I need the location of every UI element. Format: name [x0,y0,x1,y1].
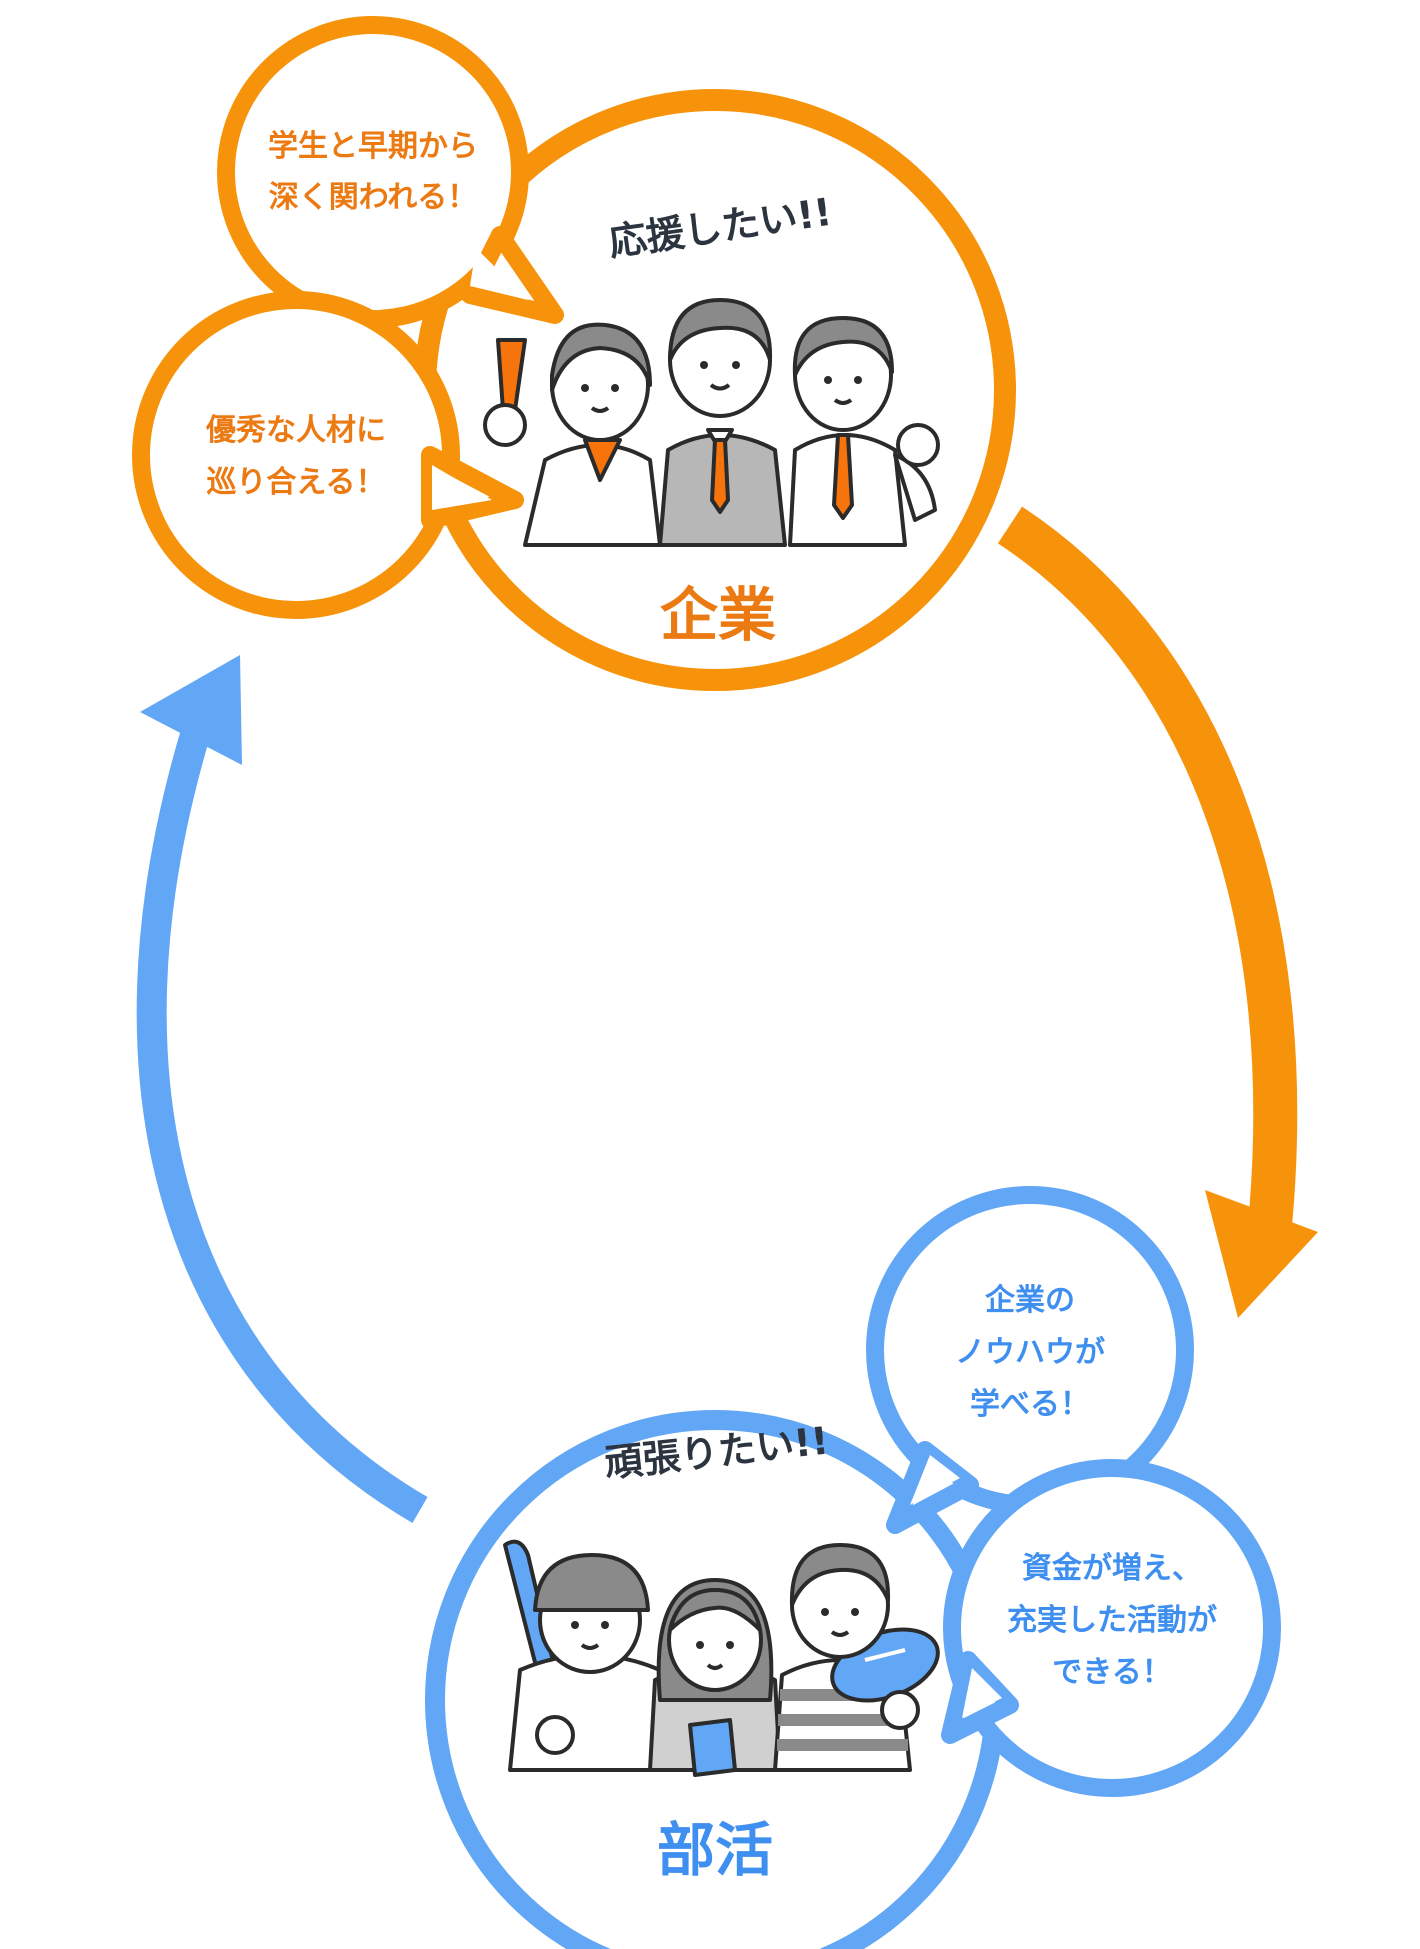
club-bubble-top-line3: 学べる！ [970,1387,1090,1422]
club-node: 企業の ノウハウが 学べる！ 資金が増え、 充実した活動が できる！ 頑張りたい… [425,1186,1281,1949]
club-label: 部活 [657,1816,773,1884]
club-bubble-top: 企業の ノウハウが 学べる！ [866,1186,1194,1534]
club-bubble-right: 資金が増え、 充実した活動が できる！ [941,1459,1281,1797]
arrow-head-blue [140,655,242,765]
company-bubble-top-line2: 深く関われる！ [269,180,478,215]
arrow-head-orange [1205,1190,1318,1318]
company-bubble-top-line1: 学生と早期から [268,129,478,164]
company-bubble-left: 優秀な人材に 巡り合える！ [132,291,524,619]
cycle-arrows [136,506,1318,1523]
company-node: 学生と早期から 深く関われる！ 優秀な人材に 巡り合える！ 応援したい!! [132,16,1016,691]
club-bubble-right-line2: 充実した活動が [1007,1603,1217,1638]
company-label: 企業 [660,581,776,649]
arrow-company-to-club [997,506,1298,1228]
club-bubble-top-line2: ノウハウが [955,1335,1105,1370]
company-bubble-top: 学生と早期から 深く関われる！ [217,16,564,328]
club-bubble-top-line1: 企業の [985,1283,1075,1318]
club-bubble-right-line3: できる！ [1052,1655,1171,1690]
students-with-sports-gear-icon [503,1539,940,1777]
club-bubble-right-line1: 資金が増え、 [1022,1551,1202,1586]
company-bubble-left-line2: 巡り合える！ [206,465,385,500]
arrow-club-to-company [136,730,428,1523]
company-bubble-left-line1: 優秀な人材に [205,413,386,448]
office-workers-cheering-icon [483,298,940,547]
